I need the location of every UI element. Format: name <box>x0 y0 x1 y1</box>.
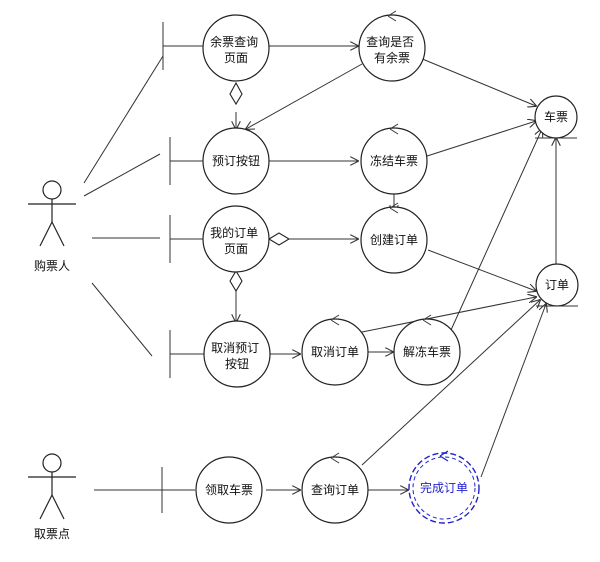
boundary-remaining-query-page[interactable]: 余票查询 页面 <box>162 14 270 82</box>
control-label: 查询订单 <box>311 483 359 497</box>
control-query-order[interactable]: 查询订单 <box>301 452 369 524</box>
stick-figure-icon <box>28 453 76 520</box>
control-freeze-ticket[interactable]: 冻结车票 <box>360 123 428 195</box>
aggregation-diamonds <box>229 81 291 293</box>
actor-pickup-point[interactable]: 取票点 <box>28 453 76 541</box>
boundary-cancel-booking-button[interactable]: 取消预订 按钮 <box>169 320 271 388</box>
svg-text:创建订单: 创建订单 <box>370 233 418 247</box>
control-label: 查询是否 <box>366 35 414 49</box>
svg-text:余票查询 页面: 余票查询 页面 <box>210 34 262 65</box>
actor-label: 购票人 <box>34 258 70 273</box>
control-label: 有余票 <box>374 50 410 65</box>
diamond-icon <box>229 81 243 106</box>
svg-text:查询订单: 查询订单 <box>311 483 359 497</box>
actor-associations <box>83 55 164 491</box>
svg-text:预订按钮: 预订按钮 <box>212 153 260 168</box>
entity-label: 车票 <box>544 109 568 124</box>
control-label: 冻结车票 <box>370 153 418 168</box>
diamond-icon <box>229 269 243 293</box>
boundary-label: 余票查询 <box>210 34 258 49</box>
control-cancel-order[interactable]: 取消订单 <box>301 314 369 386</box>
boundary-label: 页面 <box>224 242 248 256</box>
svg-text:我的订单 页面: 我的订单 页面 <box>210 225 262 256</box>
svg-text:取消预订 按钮: 取消预订 按钮 <box>211 341 263 371</box>
control-unfreeze-ticket[interactable]: 解冻车票 <box>393 314 461 386</box>
control-check-remaining[interactable]: 查询是否 有余票 <box>358 10 426 82</box>
boundary-pickup-ticket[interactable]: 领取车票 <box>161 456 263 524</box>
actor-label: 取票点 <box>34 527 70 541</box>
diamond-icon <box>267 232 291 246</box>
boundary-label: 预订按钮 <box>212 153 260 168</box>
svg-text:完成订单: 完成订单 <box>420 480 468 495</box>
control-label: 解冻车票 <box>403 344 451 359</box>
control-label: 创建订单 <box>370 233 418 247</box>
entity-order[interactable]: 订单 <box>535 263 579 307</box>
svg-text:取消订单: 取消订单 <box>311 345 359 359</box>
control-label: 完成订单 <box>420 480 468 495</box>
boundary-label: 页面 <box>224 51 248 65</box>
boundary-book-button[interactable]: 预订按钮 <box>169 127 270 195</box>
control-create-order[interactable]: 创建订单 <box>360 202 428 274</box>
entity-label: 订单 <box>545 278 569 292</box>
boundary-label: 取消预订 <box>211 341 259 355</box>
boundary-label: 领取车票 <box>205 482 253 497</box>
svg-text:查询是否 有余票: 查询是否 有余票 <box>366 35 418 65</box>
control-complete-order[interactable]: 完成订单 <box>408 450 480 524</box>
stick-figure-icon <box>28 180 76 247</box>
entity-ticket[interactable]: 车票 <box>534 95 578 139</box>
boundary-label: 我的订单 <box>210 225 258 240</box>
control-label: 取消订单 <box>311 345 359 359</box>
boundary-my-orders-page[interactable]: 我的订单 页面 <box>169 205 270 273</box>
svg-text:解冻车票: 解冻车票 <box>403 344 451 359</box>
svg-text:领取车票: 领取车票 <box>205 482 253 497</box>
actor-buyer[interactable]: 购票人 <box>28 180 76 273</box>
svg-text:冻结车票: 冻结车票 <box>370 153 418 168</box>
boundary-label: 按钮 <box>225 356 249 371</box>
